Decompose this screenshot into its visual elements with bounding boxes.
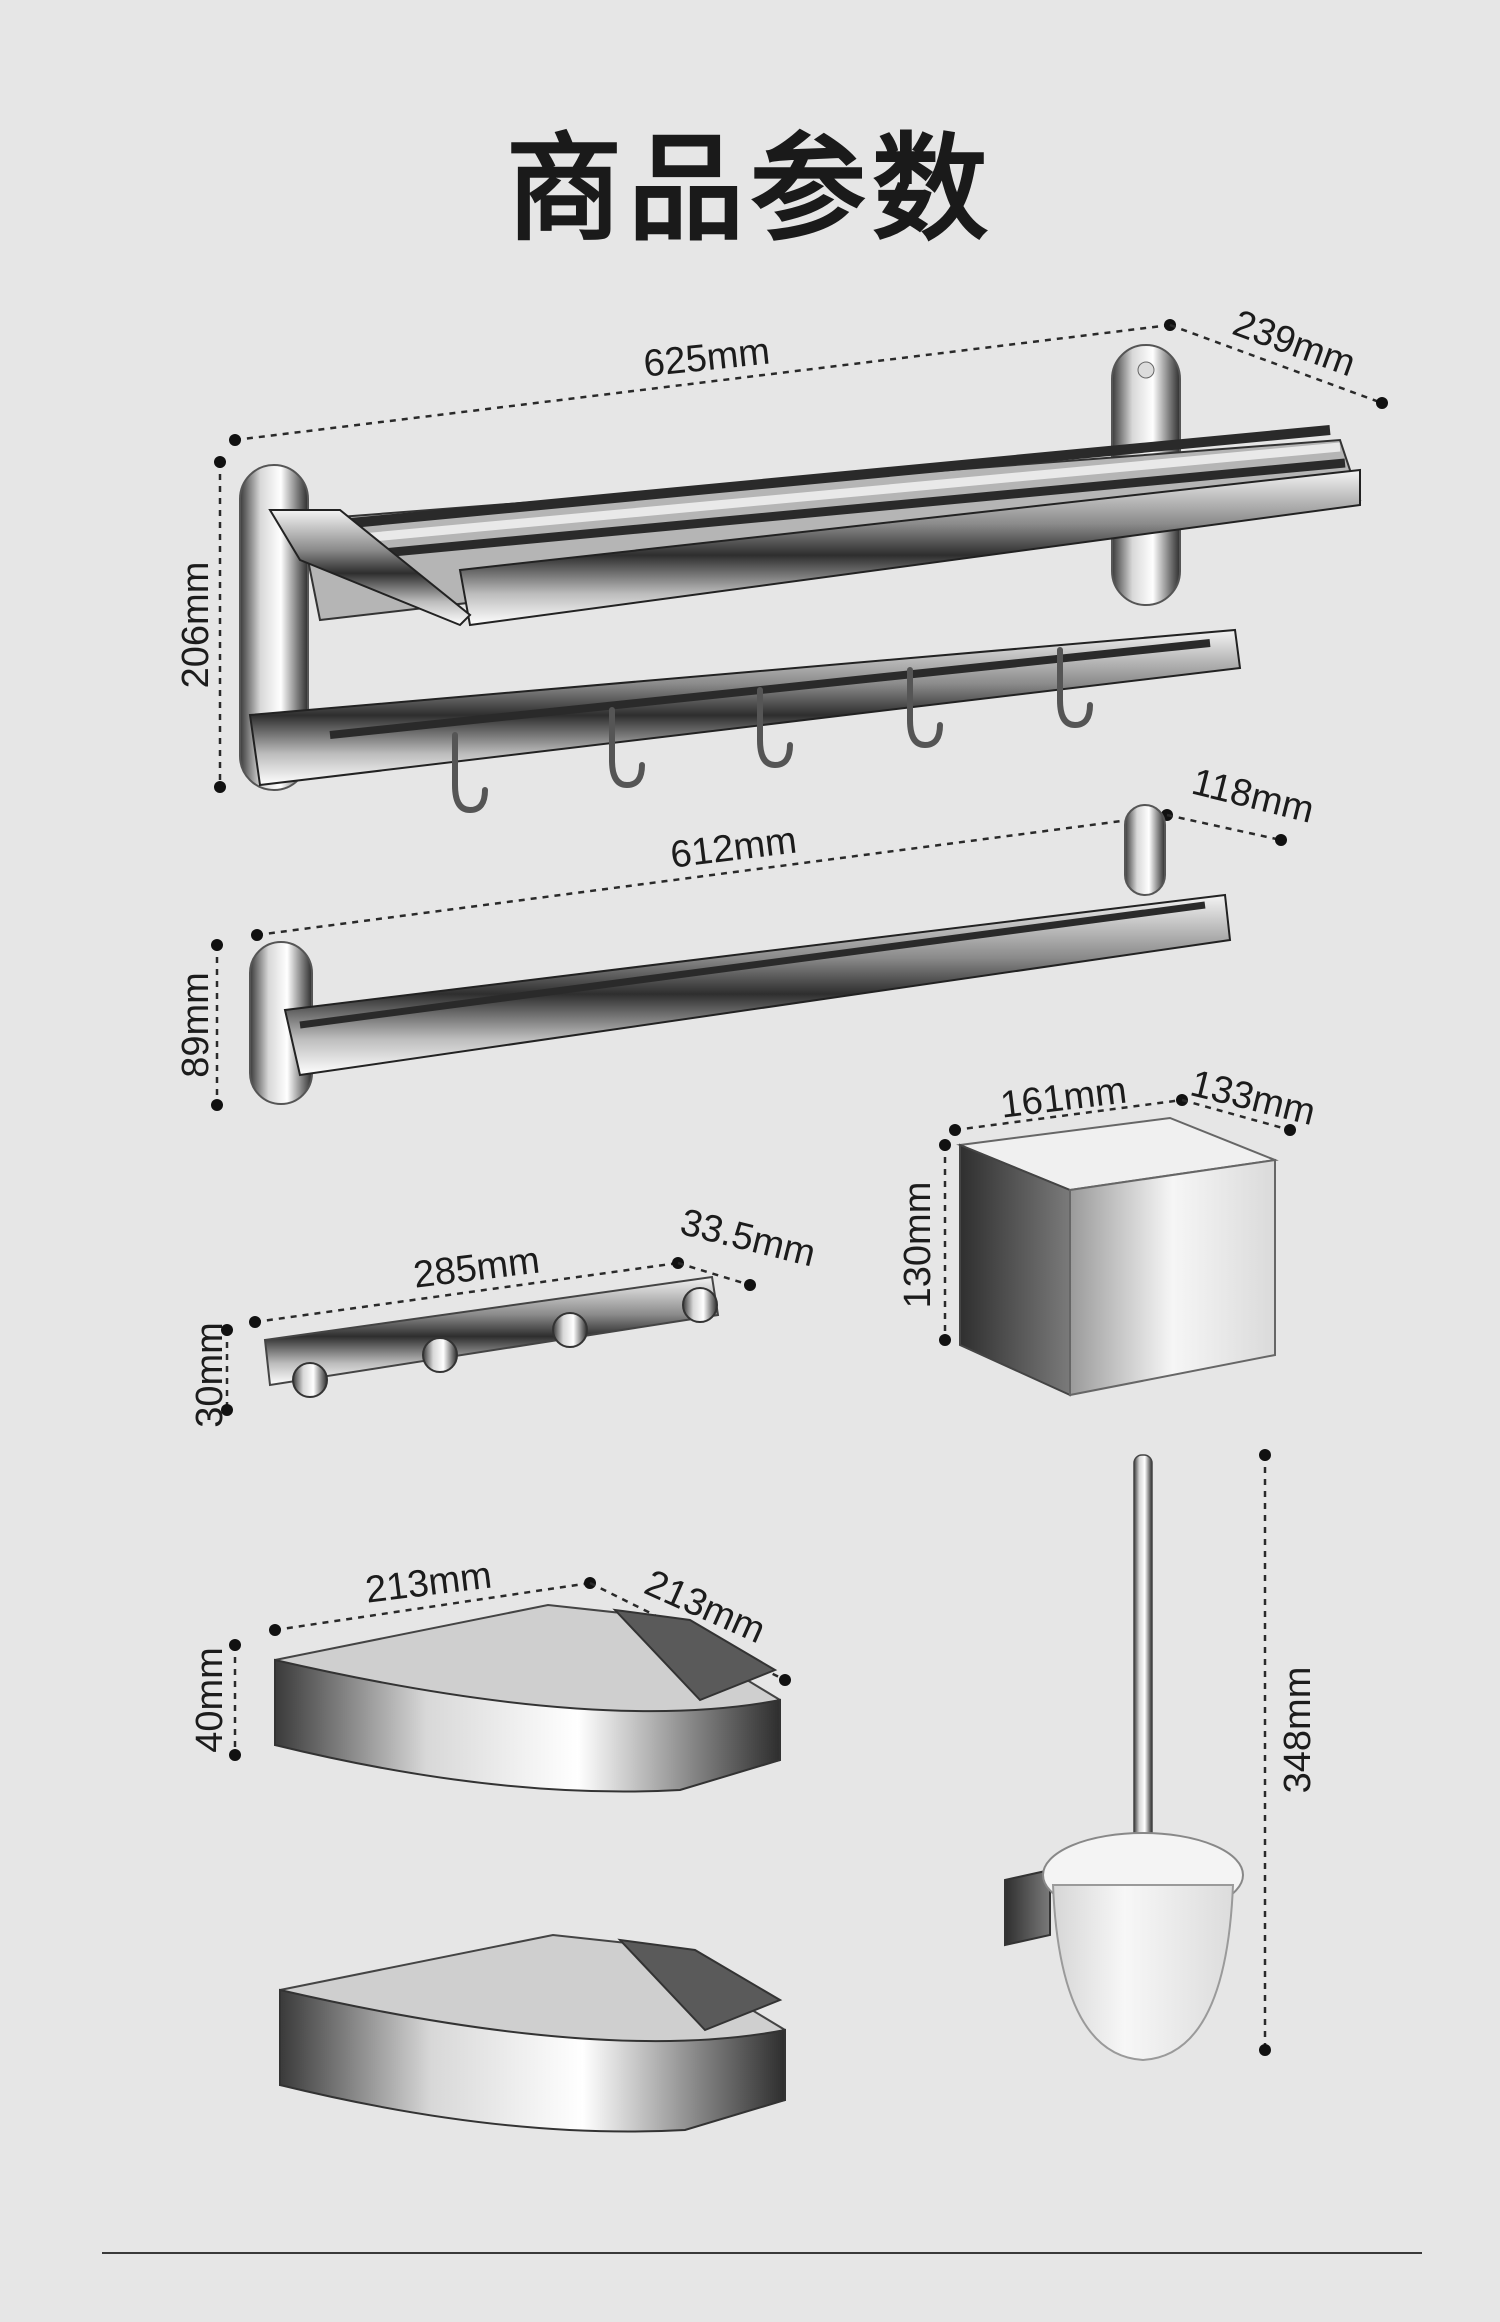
corner-shelf-second — [279, 1933, 786, 2133]
dim-dot — [1259, 1449, 1271, 1461]
hook-knobs — [292, 1287, 718, 1398]
hook-knob — [292, 1362, 328, 1398]
dim-label-width: 285mm — [411, 1240, 542, 1297]
bottom-divider — [102, 2252, 1422, 2254]
dim-dot — [1376, 397, 1388, 409]
hook — [1057, 647, 1093, 729]
hook — [452, 732, 488, 814]
dim-dot — [211, 939, 223, 951]
top-rail — [329, 425, 1331, 530]
dim-line-width — [274, 1581, 591, 1632]
dim-label-width: 612mm — [668, 820, 799, 877]
top-rail — [349, 458, 1346, 561]
brush-wall-mount — [1004, 1868, 1051, 1947]
dim-dot — [1284, 1124, 1296, 1136]
page-title: 商品参数 — [506, 122, 994, 257]
top-rail — [339, 442, 1341, 545]
dim-label-depth: 118mm — [1188, 761, 1318, 832]
dim-dot — [779, 1674, 791, 1686]
dim-label-height: 30mm — [189, 1322, 231, 1428]
dim-line-width — [234, 323, 1171, 442]
dim-dot — [221, 1404, 233, 1416]
dim-dot — [229, 434, 241, 446]
corner-shelf: 213mm 213mm 40mm — [189, 1555, 791, 1793]
dim-label-height: 348mm — [1277, 1667, 1319, 1794]
dim-dot — [939, 1334, 951, 1346]
dim-label-height: 130mm — [897, 1182, 939, 1309]
top-shelf-front-bar — [458, 468, 1361, 627]
hook-knob — [682, 1287, 718, 1323]
dim-dot — [229, 1749, 241, 1761]
towel-rail — [299, 901, 1206, 1029]
dim-line-depth — [677, 1261, 751, 1287]
top-shelf-arm — [268, 509, 472, 627]
dim-label-depth: 33.5mm — [676, 1201, 819, 1275]
dim-dot — [1275, 834, 1287, 846]
dim-label-width: 213mm — [363, 1555, 494, 1612]
box-side — [959, 1143, 1071, 1397]
dim-line-depth — [1169, 323, 1383, 405]
dim-label-height: 40mm — [189, 1647, 231, 1753]
dim-line-width — [954, 1098, 1183, 1132]
dim-label-depth: 133mm — [1186, 1063, 1319, 1134]
hook-knob — [552, 1312, 588, 1348]
wall-plate-right — [1124, 804, 1166, 896]
towel-bar-body — [283, 893, 1232, 1077]
dim-line-width — [256, 813, 1168, 937]
dim-label-height: 206mm — [175, 562, 217, 689]
hook-rail: 285mm 33.5mm 30mm — [189, 1201, 820, 1427]
shelf-front — [274, 1658, 781, 1793]
shelf-back-plate — [612, 1608, 778, 1702]
shelf-back-plate — [617, 1938, 783, 2032]
dim-label-depth: 239mm — [1227, 302, 1360, 385]
dim-dot — [744, 1279, 756, 1291]
toilet-brush: 348mm — [1004, 1449, 1319, 2062]
dim-label-width: 161mm — [998, 1070, 1129, 1127]
hook — [757, 687, 793, 769]
dim-dot — [269, 1624, 281, 1636]
dim-dot — [249, 1316, 261, 1328]
dim-dot — [949, 1124, 961, 1136]
tissue-box: 161mm 133mm 130mm — [897, 1063, 1319, 1397]
dim-dot — [211, 1099, 223, 1111]
towel-bar: 612mm 118mm 89mm — [175, 761, 1318, 1111]
dim-dot — [214, 456, 226, 468]
dim-dot — [221, 1324, 233, 1336]
hook-rail-plate — [263, 1275, 720, 1387]
shelf-front — [279, 1988, 786, 2133]
hook-knob — [422, 1337, 458, 1373]
dim-line-depth — [1166, 813, 1282, 842]
dim-dot — [251, 929, 263, 941]
lower-rail — [329, 639, 1211, 739]
hook-row — [452, 647, 1093, 814]
dim-dot — [1259, 2044, 1271, 2056]
hook — [609, 707, 645, 789]
screw-cap — [1137, 361, 1155, 379]
dim-dot — [214, 781, 226, 793]
dim-label-height: 89mm — [175, 972, 217, 1078]
hook — [907, 667, 943, 749]
dim-dot — [229, 1639, 241, 1651]
brush-cup — [1051, 1884, 1235, 2062]
towel-rack-double: 625mm 239mm 206mm — [175, 302, 1388, 814]
dim-dot — [939, 1139, 951, 1151]
box-front — [1069, 1158, 1276, 1397]
